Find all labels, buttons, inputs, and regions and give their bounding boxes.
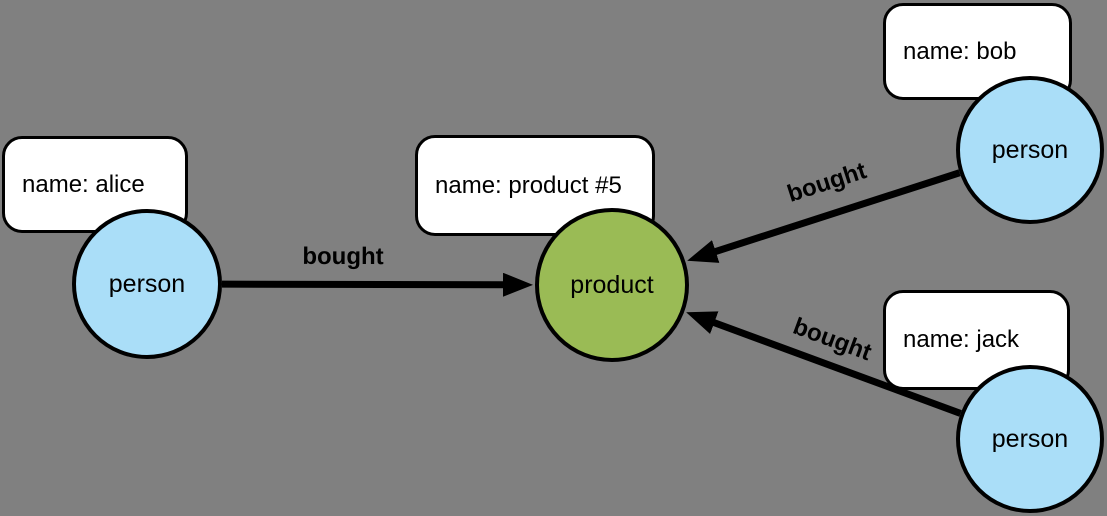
property-label: name: product #5 <box>435 171 622 199</box>
person-node: person <box>72 209 222 359</box>
property-label-box: name: bob <box>883 3 1072 100</box>
node-type-label: person <box>991 424 1069 453</box>
property-label: name: jack <box>903 326 1020 353</box>
property-label: name: alice <box>22 170 145 198</box>
node-type-label: person <box>108 269 186 298</box>
property-label-box: name: jack <box>883 290 1070 390</box>
edge-bob-product5 <box>687 169 961 263</box>
product-node: product <box>535 208 689 362</box>
person-node: person <box>956 365 1104 513</box>
node-type-label: product <box>570 270 654 299</box>
property-label: name: bob <box>903 37 1017 65</box>
edge-alice-product5 <box>221 272 534 297</box>
edge-label: bought <box>302 243 385 271</box>
person-node: person <box>956 76 1104 224</box>
edge-jack-product5 <box>686 311 962 417</box>
node-type-label: person <box>991 135 1069 164</box>
